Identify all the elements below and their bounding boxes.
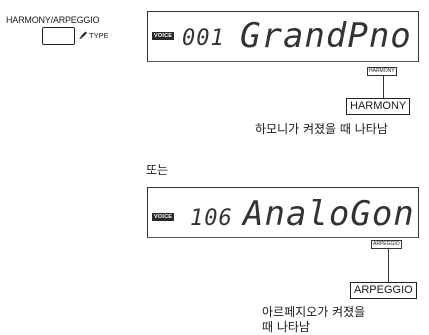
- type-label: TYPE: [89, 31, 109, 40]
- arpeggio-caption-line1: 아르페지오가 켜졌을: [262, 305, 366, 319]
- voice-badge: VOICE: [152, 213, 175, 221]
- callout-line: [388, 248, 389, 284]
- arpeggio-caption-line2: 때 나타남: [262, 320, 310, 334]
- button-label: HARMONY/ARPEGGIO: [6, 15, 100, 25]
- lcd-bottom-line: [148, 236, 418, 238]
- separator-text: 또는: [146, 163, 169, 177]
- lcd-display-arpeggio: [147, 187, 419, 238]
- arpeggio-indicator: ARPEGGIO: [371, 240, 402, 249]
- lcd-bottom-line: [148, 60, 418, 62]
- type-label-group: TYPE: [79, 31, 109, 40]
- lcd-display-harmony: [147, 11, 419, 62]
- voice-number: 106: [190, 206, 233, 231]
- callout-line: [383, 75, 384, 98]
- harmony-arpeggio-button[interactable]: [42, 27, 75, 45]
- harmony-callout: HARMONY: [346, 98, 411, 115]
- harmony-caption: 하모니가 켜졌을 때 나타남: [255, 122, 388, 136]
- voice-name: GrandPno: [240, 16, 412, 56]
- arpeggio-callout: ARPEGGIO: [350, 282, 417, 299]
- voice-name: AnaloGon: [243, 194, 415, 234]
- voice-badge: VOICE: [152, 32, 175, 40]
- harmony-indicator: HARMONY: [367, 67, 397, 76]
- pencil-icon: [79, 31, 87, 39]
- voice-number: 001: [182, 26, 225, 51]
